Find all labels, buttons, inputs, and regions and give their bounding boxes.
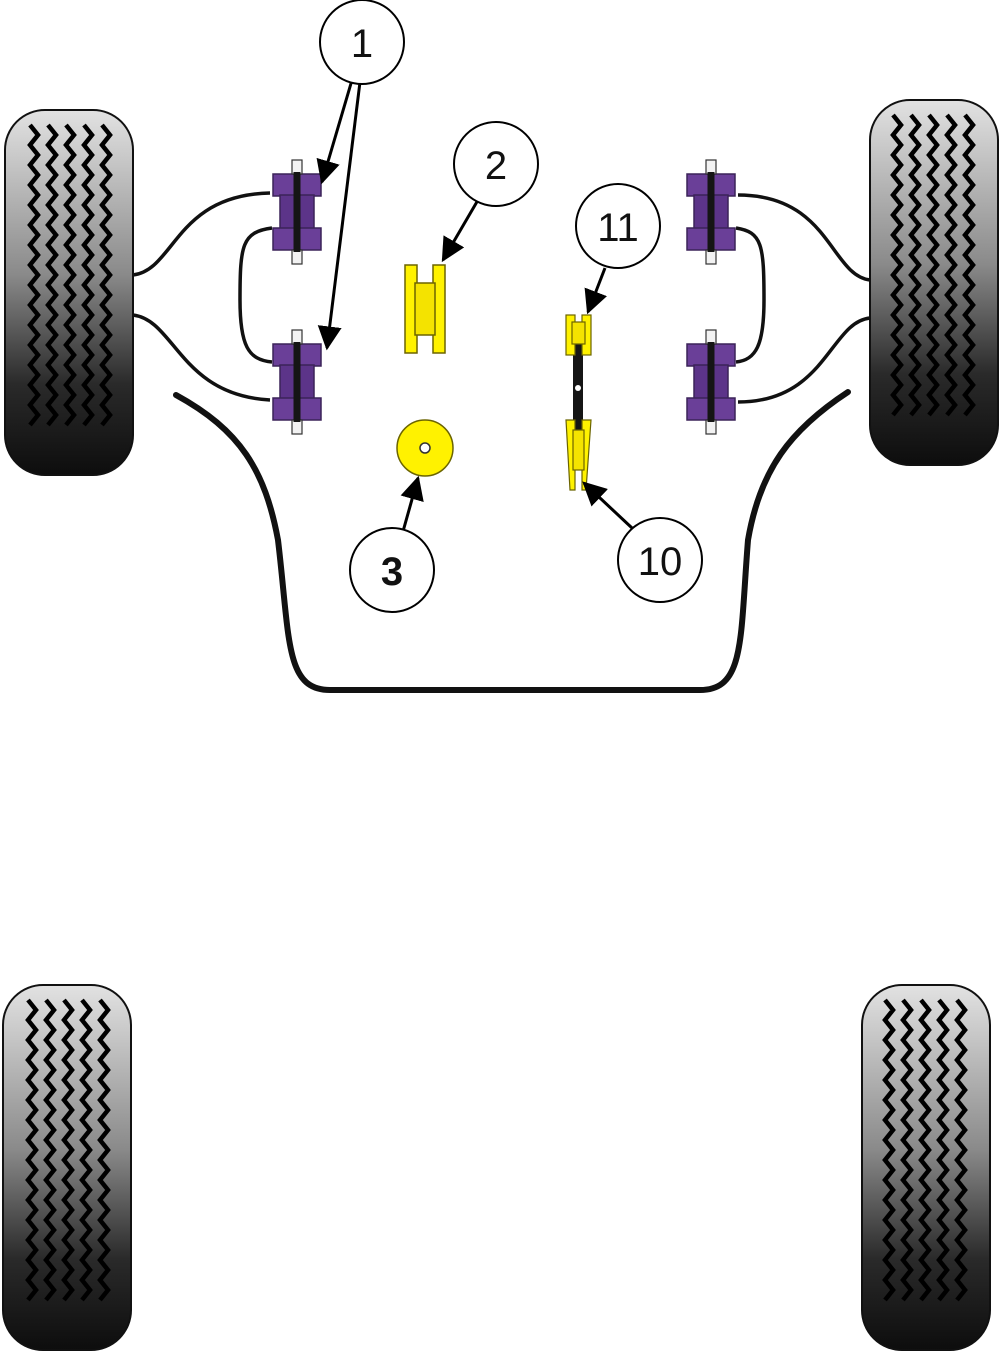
tyre-front-left bbox=[4, 109, 134, 476]
callout-3-label: 3 bbox=[381, 550, 403, 594]
bush-1-front-left-upper bbox=[272, 159, 322, 265]
tyre-front-right bbox=[869, 99, 999, 466]
callout-11: 11 bbox=[575, 183, 661, 269]
suspension-arm-left bbox=[132, 191, 273, 402]
tyre-rear-right bbox=[861, 984, 991, 1351]
callout-3: 3 bbox=[349, 527, 435, 613]
anti-roll-bar-link bbox=[565, 314, 592, 491]
callout-10-label: 10 bbox=[638, 540, 683, 584]
bush-1-front-right-upper bbox=[686, 159, 736, 265]
callout-11-label: 11 bbox=[597, 206, 639, 250]
bush-3 bbox=[396, 419, 454, 477]
tyre-rear-left bbox=[2, 984, 132, 1351]
callout-1: 1 bbox=[319, 0, 405, 85]
bush-1-front-right-lower bbox=[686, 329, 736, 435]
callout-2: 2 bbox=[453, 121, 539, 207]
suspension-arm-right bbox=[735, 193, 871, 404]
callout-2-label: 2 bbox=[485, 144, 507, 188]
bush-10 bbox=[565, 419, 592, 491]
callout-10: 10 bbox=[617, 517, 703, 603]
bush-11 bbox=[565, 314, 592, 356]
subframe-outline bbox=[173, 389, 851, 693]
callout-1-label: 1 bbox=[351, 22, 373, 66]
callout-arrows bbox=[316, 79, 634, 536]
bush-1-front-left-lower bbox=[272, 329, 322, 435]
bush-2 bbox=[404, 264, 446, 354]
